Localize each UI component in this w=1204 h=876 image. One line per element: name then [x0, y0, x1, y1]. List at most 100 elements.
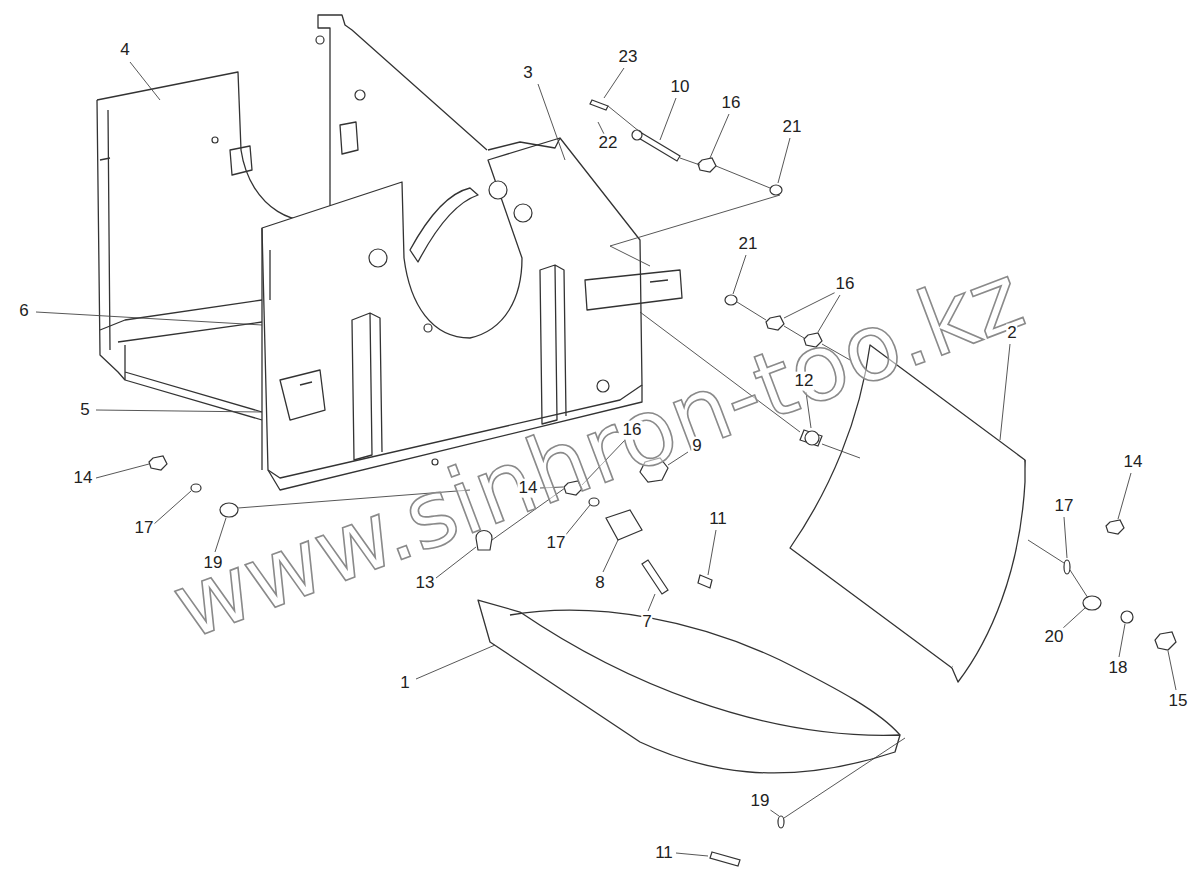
drawing-stroke [96, 464, 149, 478]
callout-number: 23 [618, 48, 639, 67]
drawing-stroke [598, 122, 604, 134]
callout-number: 5 [79, 401, 90, 420]
callout-number: 6 [18, 302, 29, 321]
callout-number: 17 [1054, 497, 1075, 516]
drawing-stroke [355, 90, 365, 100]
frame-bolts [212, 36, 609, 465]
drawing-stroke [212, 137, 218, 143]
drawing-stroke [608, 106, 780, 266]
drawing-stroke [1064, 560, 1070, 574]
drawing-stroke [416, 645, 495, 679]
callout-number: 14 [1123, 453, 1144, 472]
drawing-stroke [230, 122, 358, 175]
callout-number: 13 [415, 574, 436, 593]
drawing-stroke [784, 540, 1088, 818]
drawing-stroke [220, 503, 238, 517]
drawing-stroke [710, 852, 740, 866]
callout-number: 16 [721, 94, 742, 113]
drawing-stroke [1062, 608, 1085, 629]
callout-number: 18 [1108, 659, 1129, 678]
drawing-stroke [100, 110, 110, 350]
drawing-stroke [316, 36, 324, 44]
callout-number: 11 [708, 510, 728, 529]
callout-number: 12 [794, 372, 815, 391]
drawing-stroke [805, 431, 819, 445]
drawing-stroke [710, 114, 729, 158]
callout-number: 19 [203, 554, 224, 573]
callout-number: 15 [1168, 692, 1189, 711]
drawing-stroke [676, 853, 708, 856]
drawing-stroke [352, 313, 382, 460]
callout-number: 11 [654, 844, 674, 863]
callout-number: 9 [691, 437, 702, 456]
callout-number: 20 [1044, 628, 1065, 647]
callout-number: 8 [594, 574, 605, 593]
drawing-stroke [604, 68, 624, 98]
callout-number: 10 [670, 78, 691, 97]
callout-number: 16 [622, 421, 643, 440]
drawing-stroke [489, 181, 507, 199]
drawing-stroke [96, 410, 262, 412]
callout-number: 1 [399, 674, 410, 693]
drawing-stroke [1106, 520, 1124, 534]
drawing-stroke [637, 132, 680, 161]
drawing-stroke [149, 456, 167, 470]
drawing-stroke [262, 228, 270, 470]
drawing-stroke [488, 138, 560, 150]
drawing-stroke [36, 312, 262, 325]
callout-number: 7 [641, 613, 652, 632]
callout-number: 21 [782, 118, 803, 137]
fasteners [149, 100, 1176, 866]
drawing-stroke [1118, 473, 1131, 519]
drawing-stroke [130, 62, 160, 100]
drawing-stroke [1064, 517, 1067, 558]
drawing-stroke [514, 204, 532, 222]
drawing-stroke [766, 316, 784, 330]
drawing-stroke [1155, 632, 1176, 650]
drawing-stroke [952, 460, 1025, 682]
drawing-stroke [1000, 344, 1010, 440]
drawing-stroke [698, 575, 712, 588]
callout-number: 14 [73, 469, 94, 488]
drawing-stroke [1083, 596, 1101, 610]
drawing-stroke [603, 540, 618, 572]
callout-number: 3 [522, 64, 533, 83]
drawing-stroke [770, 185, 782, 195]
callout-number: 21 [738, 235, 759, 254]
drawing-stroke [778, 138, 790, 183]
drawing-stroke [778, 816, 784, 828]
drawing-stroke [590, 100, 608, 110]
callout-number: 2 [1006, 324, 1017, 343]
drawing-stroke [606, 510, 642, 540]
drawing-stroke [478, 600, 900, 773]
drawing-stroke [725, 295, 737, 305]
drawing-stroke [538, 84, 565, 160]
drawing-stroke [540, 265, 566, 424]
drawing-stroke [648, 594, 655, 611]
drawing-stroke [632, 130, 642, 140]
drawing-stroke [97, 15, 487, 221]
drawing-stroke [708, 530, 716, 575]
drawing-stroke [585, 270, 682, 310]
drawing-stroke [424, 324, 432, 332]
drawing-stroke [642, 560, 668, 594]
drawing-stroke [280, 370, 325, 420]
drawing-stroke [191, 484, 201, 492]
callout-number: 14 [518, 479, 539, 498]
drawing-stroke [154, 491, 191, 524]
drawing-stroke [1119, 624, 1125, 657]
drawing-stroke [769, 809, 779, 816]
drawing-stroke [369, 249, 387, 267]
callout-number: 19 [750, 792, 771, 811]
drawing-stroke [660, 98, 676, 140]
drawing-stroke [597, 380, 609, 392]
callout-number: 17 [134, 519, 155, 538]
callout-number: 22 [598, 134, 619, 153]
drawing-stroke [698, 158, 716, 172]
drawing-stroke [733, 255, 746, 294]
leader-lines [36, 62, 1176, 856]
drawing-stroke [510, 610, 900, 735]
drawing-stroke [1168, 651, 1176, 690]
drawing-stroke [410, 188, 478, 262]
callout-number: 16 [835, 275, 856, 294]
